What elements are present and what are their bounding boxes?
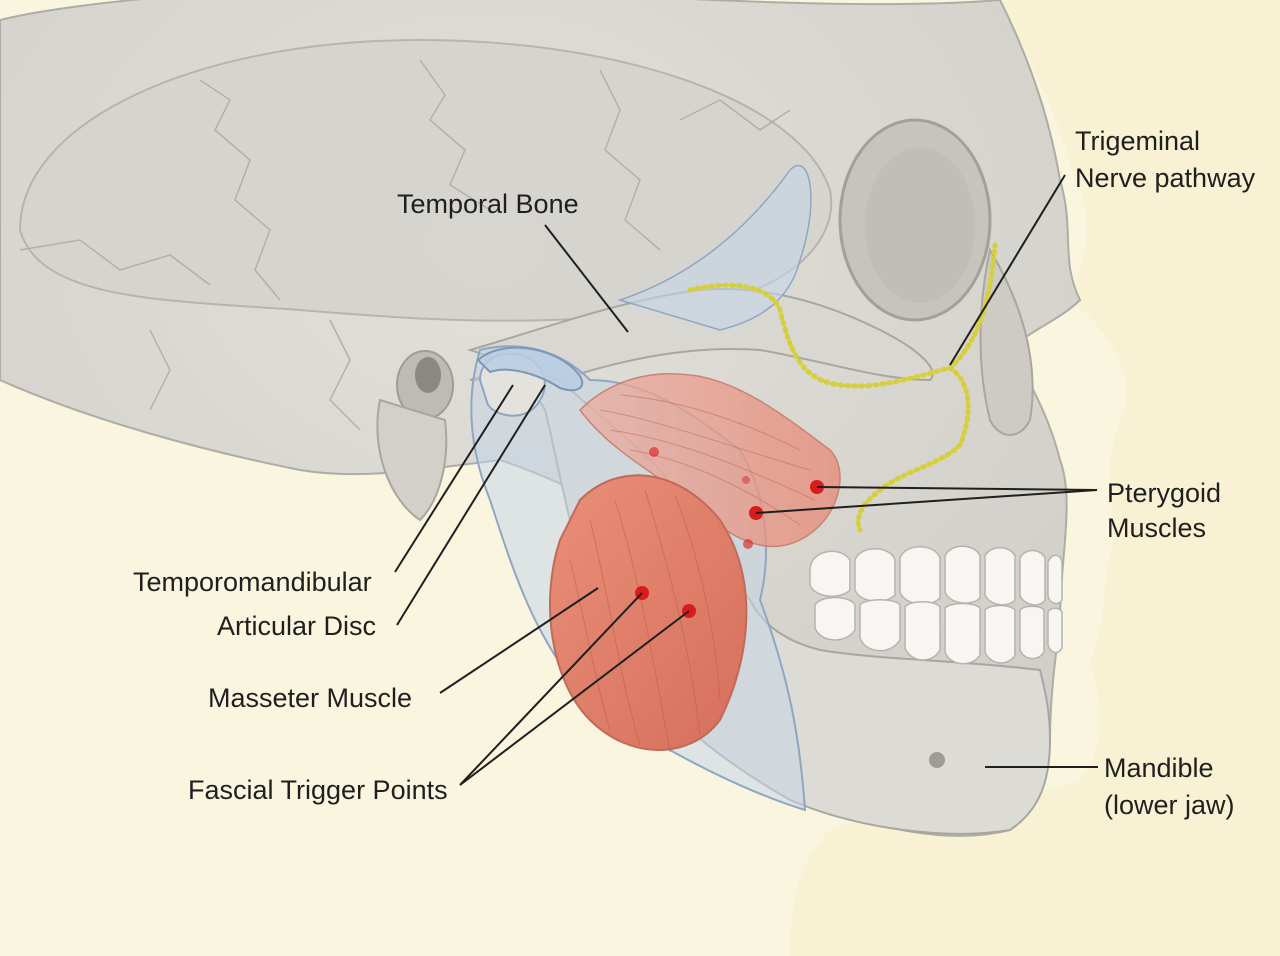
leader-temporal-bone: [544, 224, 629, 333]
leader-tmj: [394, 384, 514, 573]
face-profile-silhouette: [790, 0, 1280, 956]
lower-teeth: [814, 596, 1063, 665]
leader-trigger-b: [459, 610, 690, 786]
temporal-fascia: [617, 164, 812, 331]
parietal-outline: [18, 38, 833, 322]
label-fascial-trigger-points: Fascial Trigger Points: [188, 775, 448, 805]
nasal-aperture: [979, 247, 1034, 436]
trigger-point-faint: [649, 447, 659, 457]
label-pterygoid-line1: Pterygoid: [1107, 478, 1222, 508]
label-pterygoid-line2: Muscles: [1107, 513, 1207, 543]
trigeminal-nerve-pathway: [687, 242, 998, 533]
label-articular-disc: Articular Disc: [217, 611, 377, 641]
articular-disc: [476, 346, 584, 392]
trigger-point-faint: [742, 476, 750, 484]
label-temporomandibular: Temporomandibular: [133, 567, 372, 597]
mental-foramen: [929, 752, 945, 768]
trigger-point-faint: [743, 539, 753, 549]
leader-trigeminal: [949, 174, 1066, 366]
mastoid-process: [376, 398, 448, 522]
leader-pterygoid-upper: [816, 486, 1098, 491]
leader-pterygoid-lower: [755, 489, 1098, 514]
leader-trigger-a: [459, 592, 643, 786]
leader-masseter: [439, 587, 599, 694]
label-mandible-line2: (lower jaw): [1104, 790, 1235, 820]
label-temporal-bone: Temporal Bone: [397, 189, 579, 219]
leader-lines: [394, 174, 1098, 786]
label-masseter-muscle: Masseter Muscle: [208, 683, 413, 713]
upper-teeth: [809, 545, 1063, 606]
label-trigeminal-line1: Trigeminal: [1075, 126, 1201, 156]
masseter-muscle-shape: [549, 474, 748, 751]
leader-articular-disc: [396, 384, 546, 626]
label-trigeminal-line2: Nerve pathway: [1075, 163, 1256, 193]
cranial-sutures: [19, 59, 791, 431]
label-mandible-line1: Mandible: [1104, 753, 1214, 783]
